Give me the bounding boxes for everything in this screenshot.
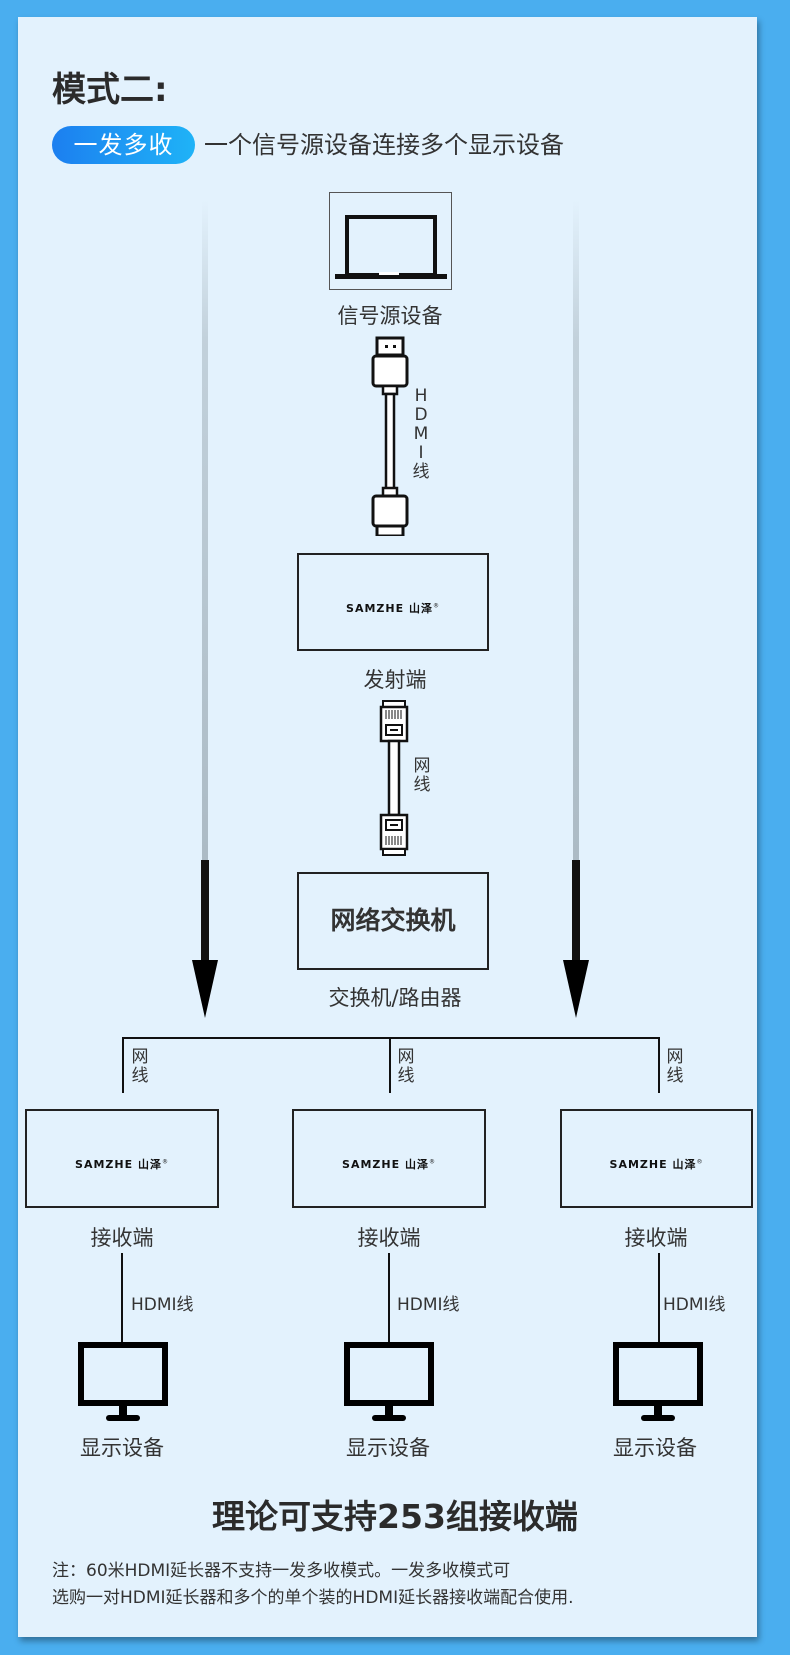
hdmi-line-label: HDMI线 xyxy=(663,1295,726,1315)
capacity-headline: 理论可支持253组接收端 xyxy=(212,1497,578,1536)
label-char: 网 xyxy=(666,1047,684,1067)
label-char: 网 xyxy=(397,1047,415,1067)
right-flow-guide xyxy=(573,200,579,900)
network-label-char: 网 xyxy=(413,756,431,776)
monitor-icon xyxy=(344,1342,434,1421)
display-label: 显示设备 xyxy=(613,1436,697,1460)
source-device-label: 信号源设备 xyxy=(337,304,443,328)
receiver-box: SAMZHE 山泽® xyxy=(560,1109,753,1208)
brand-logo: SAMZHE 山泽® xyxy=(609,1158,704,1171)
brand-logo: SAMZHE 山泽® xyxy=(75,1158,169,1171)
branch-drop-2 xyxy=(389,1037,391,1093)
arrow-down-icon xyxy=(563,860,589,1018)
brand-logo: SAMZHE 山泽® xyxy=(342,1158,436,1171)
display-label: 显示设备 xyxy=(346,1436,430,1460)
switch-label: 交换机/路由器 xyxy=(328,986,462,1010)
receiver-cable-label: 网 线 xyxy=(130,1048,150,1086)
receiver-label: 接收端 xyxy=(90,1226,154,1250)
label-char: 线 xyxy=(666,1066,684,1086)
branch-drop-1 xyxy=(122,1037,124,1093)
branch-line xyxy=(122,1037,660,1039)
arrow-down-icon xyxy=(192,860,218,1018)
rj45-cable-icon xyxy=(379,700,409,856)
hdmi-line xyxy=(121,1253,123,1345)
hdmi-label-char: M xyxy=(413,424,429,444)
mode-description: 一个信号源设备连接多个显示设备 xyxy=(204,131,564,159)
note-line-2: 选购一对HDMI延长器和多个的单个装的HDMI延长器接收端配合使用. xyxy=(52,1588,574,1608)
label-char: 线 xyxy=(131,1066,149,1086)
laptop-icon xyxy=(335,215,447,279)
receiver-cable-label: 网 线 xyxy=(665,1048,685,1086)
page-title: 模式二: xyxy=(52,70,168,110)
network-switch-box: 网络交换机 xyxy=(297,872,489,970)
hdmi-label-char: 线 xyxy=(412,462,430,482)
label-char: 网 xyxy=(131,1047,149,1067)
note-line-1: 注：60米HDMI延长器不支持一发多收模式。一发多收模式可 xyxy=(52,1561,511,1581)
hdmi-cable-icon xyxy=(371,336,409,536)
left-flow-guide xyxy=(202,200,208,900)
transmitter-label: 发射端 xyxy=(363,668,427,692)
network-label-char: 线 xyxy=(413,775,431,795)
receiver-label: 接收端 xyxy=(624,1226,688,1250)
receiver-cable-label: 网 线 xyxy=(396,1048,416,1086)
mode-badge: 一发多收 xyxy=(52,126,195,164)
hdmi-label-char: D xyxy=(414,405,428,425)
hdmi-line-label: HDMI线 xyxy=(131,1295,194,1315)
hdmi-label-char: I xyxy=(418,443,424,463)
branch-drop-3 xyxy=(658,1037,660,1093)
hdmi-line xyxy=(388,1253,390,1345)
source-device-frame xyxy=(329,192,452,290)
label-char: 线 xyxy=(397,1066,415,1086)
receiver-box: SAMZHE 山泽® xyxy=(25,1109,219,1208)
transmitter-box: SAMZHE 山泽® xyxy=(297,553,489,651)
hdmi-cable-label: H D M I 线 xyxy=(411,387,431,482)
receiver-label: 接收端 xyxy=(357,1226,421,1250)
monitor-icon xyxy=(613,1342,703,1421)
display-label: 显示设备 xyxy=(80,1436,164,1460)
brand-logo: SAMZHE 山泽® xyxy=(346,602,440,615)
hdmi-line-label: HDMI线 xyxy=(397,1295,460,1315)
receiver-box: SAMZHE 山泽® xyxy=(292,1109,486,1208)
hdmi-line xyxy=(658,1253,660,1345)
hdmi-label-char: H xyxy=(414,386,428,406)
network-cable-label: 网 线 xyxy=(412,757,432,795)
monitor-icon xyxy=(78,1342,168,1421)
